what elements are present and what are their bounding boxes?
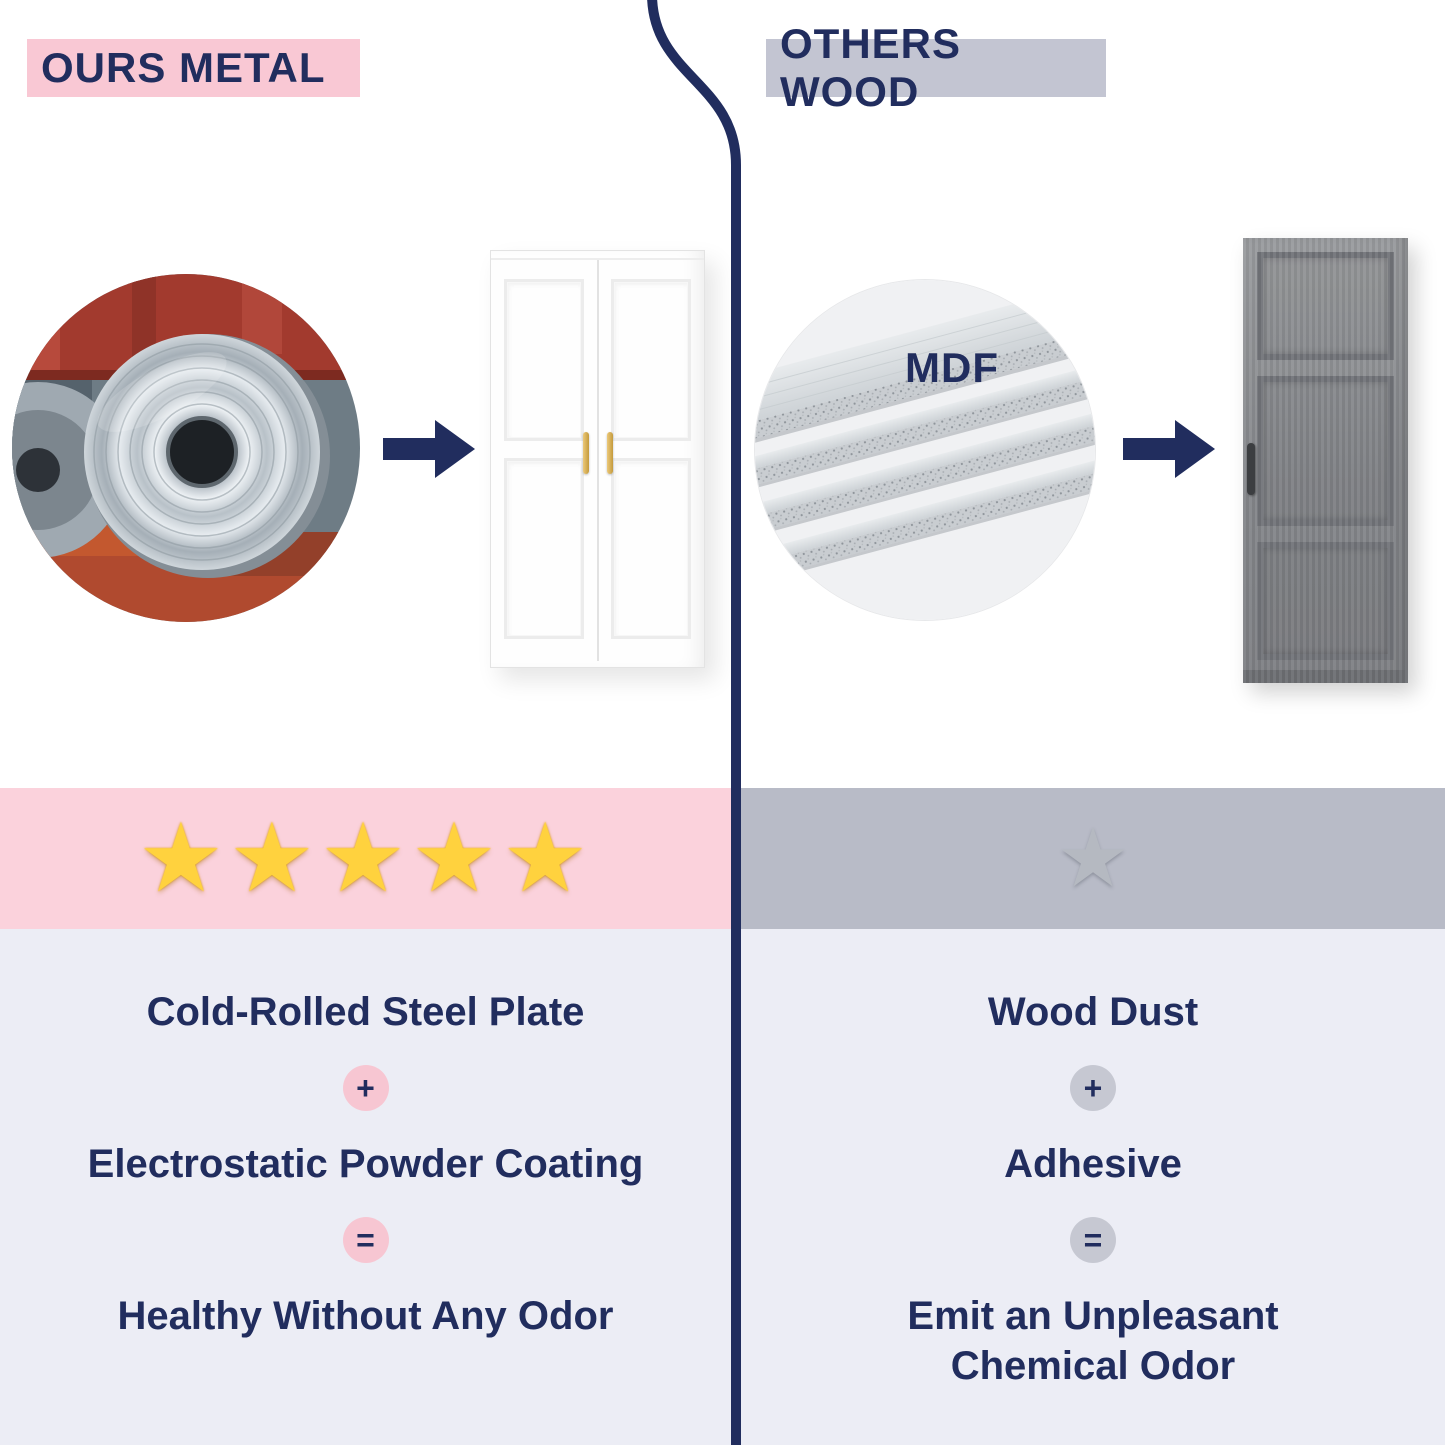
left-header-label: OURS METAL — [41, 44, 326, 91]
steel-coil-photo — [12, 274, 360, 622]
right-description-column: Wood Dust + Adhesive = Emit an Unpleasan… — [741, 929, 1445, 1445]
door-panel — [1257, 252, 1394, 360]
door-panel — [1257, 542, 1394, 660]
right-header-label: OTHERS WOOD — [780, 20, 962, 115]
door-panel — [1257, 376, 1394, 526]
cabinet-plinth — [1243, 670, 1408, 683]
cabinet-top-edge — [491, 258, 704, 260]
rating-band: ★★★★★ ★ — [0, 788, 1445, 929]
mdf-board-photo — [755, 280, 1095, 620]
right-statement-3: Emit an Unpleasant Chemical Odor — [907, 1294, 1279, 1388]
steel-coil-illustration — [12, 274, 360, 622]
five-star-rating-icon: ★★★★★ — [137, 804, 594, 912]
right-statement-1: Wood Dust — [987, 990, 1199, 1034]
mdf-label: MDF — [905, 344, 999, 391]
right-statement-2: Adhesive — [1004, 1142, 1182, 1186]
bottom-section: Cold-Rolled Steel Plate + Electrostatic … — [0, 929, 1445, 1445]
top-section: OURS METAL OTHERS WOOD — [12, 20, 1408, 683]
right-rating-band: ★ — [741, 788, 1445, 929]
door-panel — [503, 458, 584, 640]
arrow-right-icon — [1123, 420, 1215, 478]
door-panel — [611, 278, 692, 442]
metal-cabinet-image — [490, 250, 705, 668]
left-statement-3: Healthy Without Any Odor — [117, 1294, 614, 1338]
cabinet-handle — [1247, 443, 1255, 495]
right-column-header: OTHERS WOOD — [766, 20, 1106, 115]
plus-icon: + — [1070, 1065, 1116, 1111]
one-star-rating-icon: ★ — [1056, 812, 1130, 904]
arrow-right-icon — [383, 420, 475, 478]
left-description-column: Cold-Rolled Steel Plate + Electrostatic … — [0, 929, 731, 1445]
wood-cabinet-image — [1243, 238, 1408, 683]
left-statement-2: Electrostatic Powder Coating — [87, 1142, 644, 1186]
left-column-header: OURS METAL — [27, 39, 360, 97]
cabinet-handle — [582, 431, 589, 474]
plus-icon: + — [342, 1065, 389, 1111]
left-statement-1: Cold-Rolled Steel Plate — [146, 990, 585, 1034]
cabinet-door-split — [596, 260, 599, 661]
cabinet-handle — [606, 431, 613, 474]
door-panel — [503, 278, 584, 442]
equals-icon: = — [1070, 1217, 1116, 1263]
door-panel — [611, 458, 692, 640]
equals-icon: = — [342, 1217, 389, 1263]
mdf-board-illustration — [755, 280, 1095, 620]
left-rating-band: ★★★★★ — [0, 788, 731, 929]
